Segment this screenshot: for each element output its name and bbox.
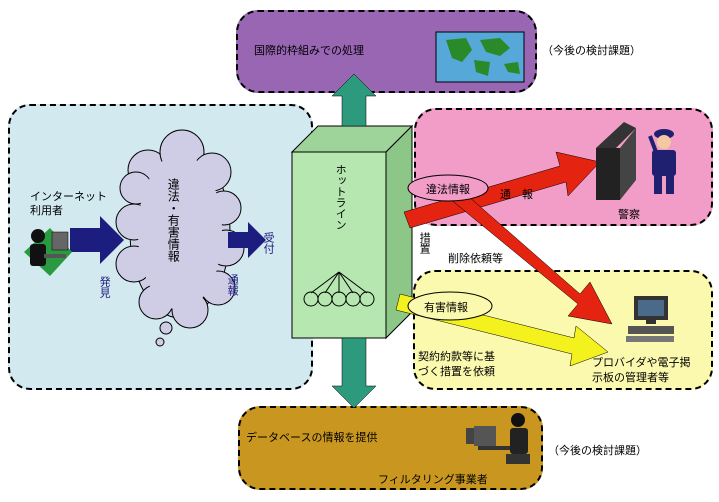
delete-request-label: 削除依頼等 [448,252,503,265]
police-label: 警察 [618,208,640,221]
international-framework-label: 国際的枠組みでの処理 [254,44,364,57]
person-at-desk-icon [466,413,530,464]
red-arrow-to-provider [443,181,613,325]
report-label: 通報 [226,274,240,296]
discover-label: 発見 [98,276,112,298]
top-note: （今後の検討課題） [542,44,641,57]
provider-admin-line2: 示板の管理者等 [592,371,669,384]
police-officer-icon [648,129,676,194]
computer-icon [626,296,674,342]
up-arrow [331,73,377,127]
contract-line1: 契約約款等に基 [418,350,495,363]
bottom-note: （今後の検討課題） [548,444,647,457]
police-building-icon [596,122,636,200]
provider-admin-line1: プロバイダや電子掲 [592,356,691,369]
internet-user-icon [24,228,72,276]
database-label: データベースの情報を提供 [246,431,378,444]
discover-arrow [70,216,124,264]
globe-icon [435,31,525,83]
police-report-label: 通 報 [500,188,533,201]
harmful-info-oval [407,291,493,321]
hotline-label: ホットライン [334,164,348,230]
down-arrow [331,337,377,409]
filtering-business-label: フィルタリング事業者 [378,473,488,486]
report-arrow [228,222,266,258]
hotline-box [290,124,414,340]
internet-user-label-line2: 利用者 [30,204,63,217]
measure-label: 措置 [418,232,432,254]
illegal-info-tag: 違法情報 [426,183,470,196]
harmful-info-tag: 有害情報 [424,301,468,314]
internet-user-label-line1: インターネット [30,190,107,203]
network-tree-icon [303,271,375,307]
cloud-text: 違法・有害情報 [166,178,181,262]
illegal-harmful-info-cloud [115,129,245,347]
receive-label: 受付 [262,232,276,254]
contract-line2: づく措置を依頼 [418,365,495,378]
illegal-info-oval [407,174,489,202]
red-arrow-to-police [403,151,601,229]
